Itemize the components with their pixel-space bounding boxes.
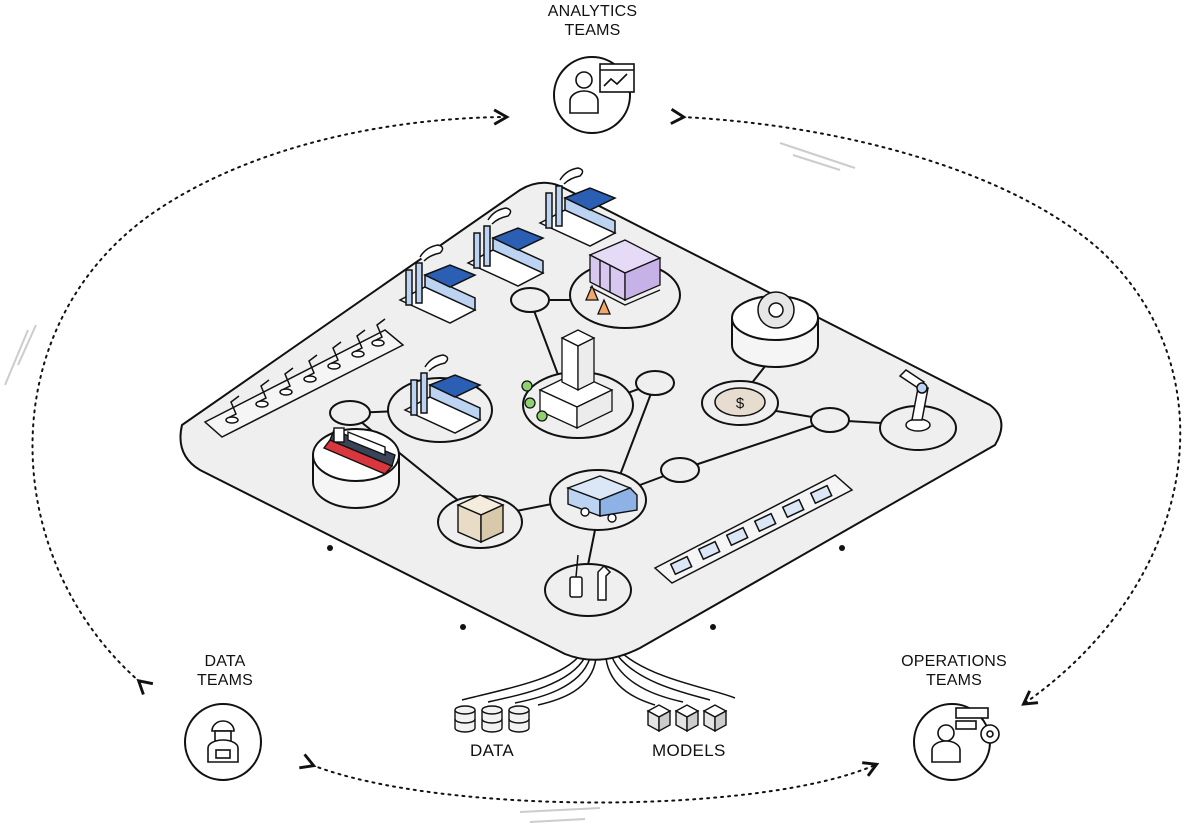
worker-with-hardhat-icon [184, 703, 262, 781]
database-stack-icon [454, 705, 530, 733]
analytics-teams-label: ANALYTICS TEAMS [520, 2, 665, 40]
analytics-teams-line1: ANALYTICS [547, 3, 638, 20]
data-teams-label: DATA TEAMS [170, 652, 280, 690]
truck-fleet [653, 474, 854, 584]
package-box-node [437, 494, 523, 549]
tools-node [544, 554, 632, 617]
models-resource-label: MODELS [652, 741, 726, 760]
flow-arrows [31, 108, 1182, 804]
operator-with-gear-icon [913, 703, 1000, 781]
factory-row [398, 167, 617, 324]
motion-lines [4, 142, 856, 823]
analyst-with-chart-icon [553, 56, 635, 134]
robot-arm-row [203, 318, 405, 438]
cables [461, 653, 736, 706]
arrow-analytics-to-operations [670, 108, 1182, 706]
factory-node [387, 354, 493, 443]
analytics-teams-line2: TEAMS [564, 22, 621, 39]
cube-stack-icon [646, 704, 728, 733]
operations-teams-line2: TEAMS [925, 672, 983, 689]
cargo-ship-node [312, 427, 400, 509]
operations-teams-label: OPERATIONS TEAMS [878, 652, 1030, 690]
robot-arm-node [879, 369, 957, 451]
data-teams-line1: DATA [204, 653, 246, 670]
coin-node: $ [701, 380, 779, 426]
delivery-truck-node [549, 469, 647, 531]
operations-teams-line1: OPERATIONS [901, 653, 1007, 670]
junction-nodes [329, 287, 850, 483]
office-building-node [521, 329, 634, 439]
container-pallet-node [569, 239, 681, 329]
arrow-data-to-analytics [31, 108, 510, 695]
data-teams-line2: TEAMS [196, 672, 254, 689]
svg-text:$: $ [736, 395, 745, 412]
arrow-data-to-operations [299, 753, 880, 804]
pin-dots [327, 545, 845, 630]
gear-node [731, 291, 819, 368]
data-resource-label: DATA [470, 741, 515, 760]
